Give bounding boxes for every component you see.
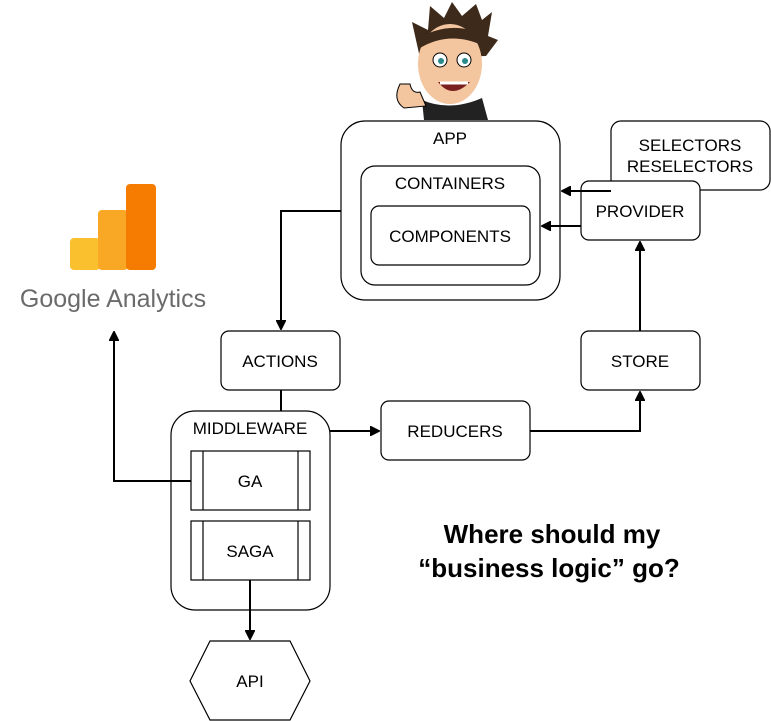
edge-reducers-to-store — [530, 393, 640, 432]
middleware-label: MIDDLEWARE — [193, 419, 308, 438]
edge-ga-to-analytics — [114, 333, 191, 482]
store-label: STORE — [611, 352, 669, 371]
app-label: APP — [433, 129, 467, 148]
containers-label: CONTAINERS — [395, 174, 505, 193]
provider-box — [580, 180, 701, 241]
components-label: COMPONENTS — [389, 227, 511, 246]
reselectors-label: RESELECTORS — [627, 157, 753, 176]
selectors-box — [610, 120, 771, 191]
actions-label: ACTIONS — [242, 352, 318, 371]
edge-app-to-actions — [281, 210, 341, 328]
google-analytics-logo: Google Analytics — [20, 184, 206, 313]
question-line-1: Where should my — [444, 519, 661, 549]
ga-logo-text: Google Analytics — [20, 285, 206, 313]
api-hexagon — [189, 640, 311, 721]
ga-logo-bar-medium — [98, 210, 128, 270]
ga-logo-bar-large — [126, 184, 156, 270]
question-line-2: “business logic” go? — [418, 553, 679, 583]
selectors-label: SELECTORS — [639, 136, 742, 155]
saga-process-label: SAGA — [226, 542, 274, 561]
ga-process-box — [190, 450, 311, 511]
api-label: API — [236, 672, 263, 691]
ga-logo-bar-small — [70, 238, 100, 270]
components-box — [370, 205, 531, 266]
reducers-label: REDUCERS — [407, 422, 502, 441]
saga-process-box — [190, 520, 311, 581]
provider-label: PROVIDER — [596, 202, 685, 221]
ga-process-label: GA — [238, 472, 263, 491]
cartoon-mascot-icon — [396, 2, 498, 120]
